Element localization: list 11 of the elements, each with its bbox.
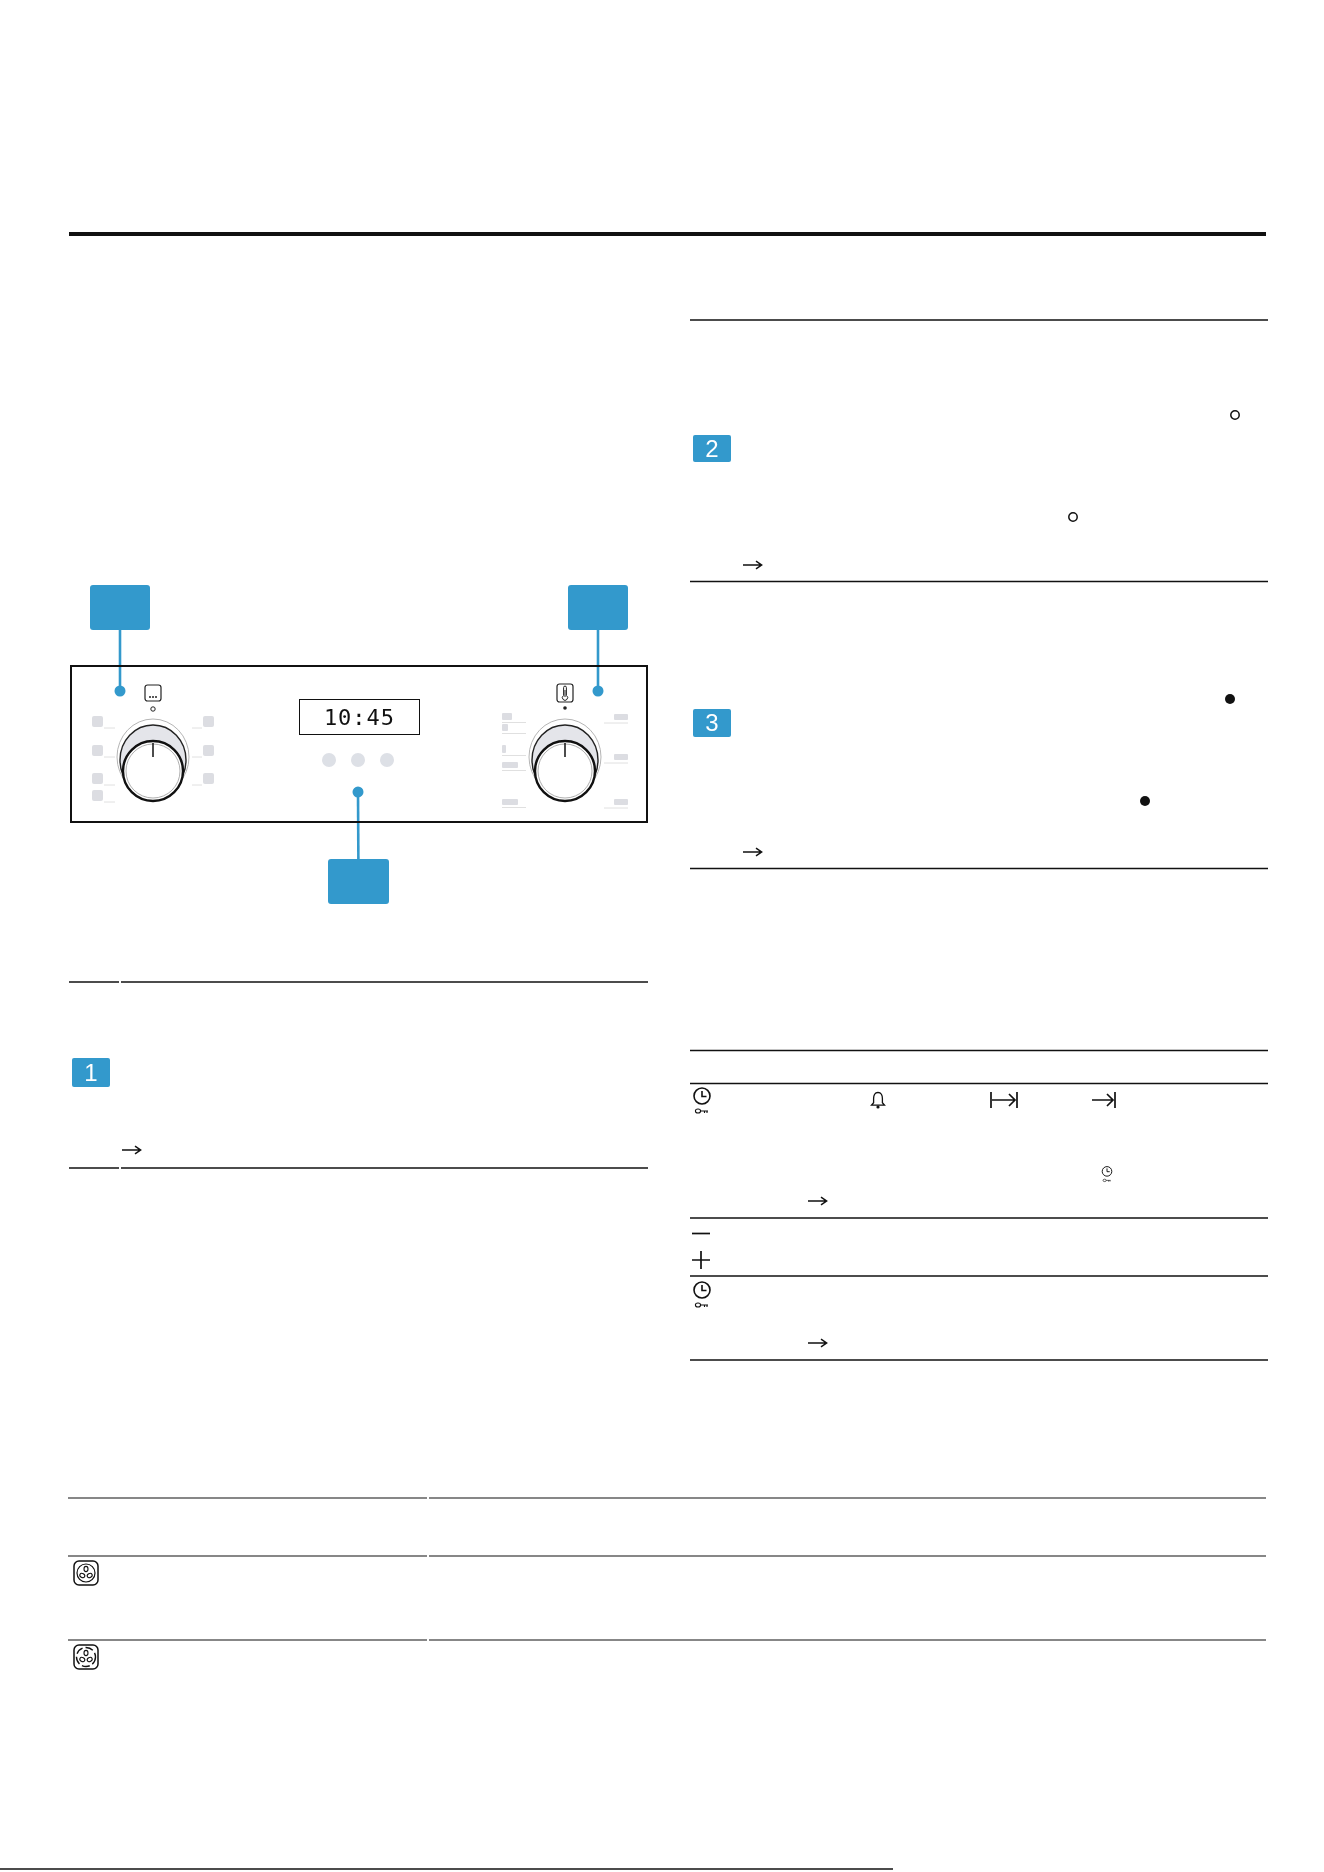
leader-line [114,630,126,697]
step-number-badge: 2 [693,435,731,462]
leader-line [592,630,604,697]
step-number-badge: 1 [72,1058,110,1087]
leader-line [352,786,364,859]
control-panel [70,665,648,823]
callout-box [568,585,628,630]
step-number-badge: 3 [693,709,731,737]
clock-display: 10:45 [299,699,420,735]
callout-box [328,859,389,904]
callout-box [90,585,150,630]
